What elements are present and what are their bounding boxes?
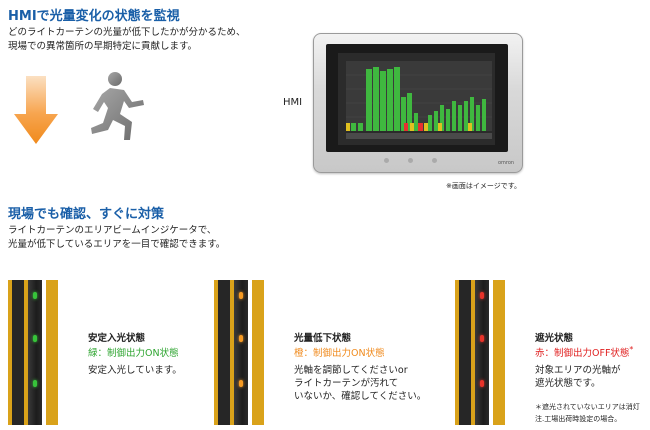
- led-indicator: [480, 380, 484, 387]
- section2-desc-line-1: ライトカーテンのエリアビームインジケータで、: [8, 225, 217, 236]
- hmi-button-3: [432, 158, 437, 163]
- running-person-icon: [91, 72, 144, 140]
- led-indicator: [33, 335, 37, 342]
- led-indicator: [33, 380, 37, 387]
- section-desc-line-1: どのライトカーテンの光量が低下したかが分かるため、: [8, 27, 246, 38]
- hmi-button-2: [408, 158, 413, 163]
- down-arrow-icon: [14, 76, 58, 144]
- state-title-low: 光量低下状態: [294, 333, 352, 344]
- led-indicator: [480, 335, 484, 342]
- asterisk-mark: *: [629, 345, 634, 354]
- state-desc-low-2: ライトカーテンが汚れて: [294, 378, 399, 389]
- light-curtain-blocked-frame: [493, 280, 505, 425]
- state-desc-low-3: いないか、確認してください。: [294, 391, 427, 402]
- state-title-blocked: 遮光状態: [535, 333, 574, 344]
- hmi-button-1: [384, 158, 389, 163]
- state-sub-blocked: 赤：制御出力OFF状態*: [535, 345, 633, 359]
- state-desc-stable: 安定入光しています。: [88, 365, 182, 376]
- state-desc-low-1: 光軸を調節してくださいor: [294, 365, 408, 376]
- light-curtain-blocked: [455, 280, 475, 425]
- led-indicator: [480, 292, 484, 299]
- led-indicator: [239, 380, 243, 387]
- state-desc-blocked-1: 対象エリアの光軸が: [535, 365, 621, 376]
- led-indicator: [239, 292, 243, 299]
- led-indicator: [33, 292, 37, 299]
- light-curtain-low: [214, 280, 234, 425]
- section-title-onsite: 現場でも確認、すぐに対策: [8, 207, 165, 222]
- light-curtain-low-frame: [252, 280, 264, 425]
- hmi-screen: [338, 53, 495, 145]
- section-desc-line-2: 現場での異常箇所の早期特定に貢献します。: [8, 41, 198, 52]
- section-title-hmi: HMIで光量変化の状態を監視: [8, 9, 180, 24]
- state-sub-blocked-text: 赤：制御出力OFF状態: [535, 348, 630, 360]
- light-curtain-stable-rail: [28, 280, 42, 425]
- light-curtain-stable-frame: [46, 280, 58, 425]
- state-sub-low: 橙：制御出力ON状態: [294, 348, 385, 359]
- hmi-label: HMI: [283, 97, 303, 108]
- state-desc-blocked-2: 遮光状態です。: [535, 378, 601, 389]
- hmi-brand-logo: omron: [498, 160, 515, 166]
- state-title-stable: 安定入光状態: [88, 333, 146, 344]
- light-curtain-blocked-rail: [475, 280, 489, 425]
- hmi-image-note: ※画面はイメージです。: [446, 182, 522, 190]
- footnote-line-2: 注.工場出荷時設定の場合。: [535, 415, 622, 423]
- section2-desc-line-2: 光量が低下しているエリアを一目で確認できます。: [8, 239, 226, 250]
- light-curtain-low-rail: [234, 280, 248, 425]
- led-indicator: [239, 335, 243, 342]
- state-sub-stable: 緑：制御出力ON状態: [88, 348, 179, 359]
- light-curtain-stable: [8, 280, 28, 425]
- footnote-line-1: ＊遮光されていないエリアは消灯: [535, 403, 640, 411]
- hmi-screen-graphic: [338, 53, 495, 145]
